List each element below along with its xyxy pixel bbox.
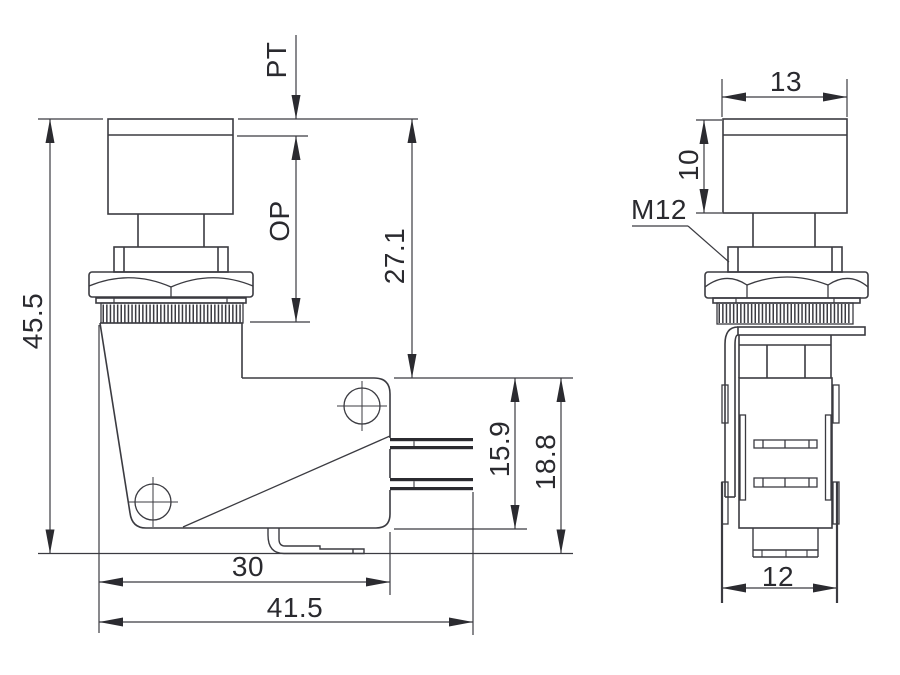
front-bent-terminal (267, 528, 365, 555)
side-washer (712, 297, 861, 304)
front-plunger-stem (137, 214, 205, 247)
side-hex-nut (704, 271, 869, 299)
dim-label-overall-height: 45.5 (17, 292, 48, 350)
dim-cap-to-body-lines (407, 119, 417, 378)
front-view (88, 118, 473, 555)
dim-operating-position-lines (250, 136, 310, 323)
dim-body-to-base-lines (556, 378, 566, 554)
dim-pretravel-lines (237, 35, 418, 137)
thread-size-label: M12 (631, 194, 687, 225)
side-knurled-ring (716, 302, 854, 325)
side-terminal-slots (753, 439, 818, 488)
dim-label-body-width: 30 (231, 551, 265, 582)
front-knurled-ring (100, 302, 244, 324)
dim-label-side-body-width: 12 (761, 561, 795, 592)
dim-label-body-to-base: 18.8 (530, 433, 561, 491)
front-mounting-holes (128, 381, 387, 527)
side-button-cap (722, 118, 848, 214)
front-switch-body (99, 322, 391, 529)
side-bottom-plunger (752, 528, 819, 558)
front-washer (95, 297, 247, 304)
front-hex-nut (88, 271, 254, 298)
side-view (704, 118, 869, 558)
thread-leader-line (632, 225, 730, 263)
dim-label-cap-to-body: 27.1 (379, 227, 410, 285)
dim-label-overall-width: 41.5 (266, 592, 324, 623)
side-actuator-housing (738, 335, 832, 378)
dim-side-body-width-lines (720, 482, 839, 603)
dim-label-pretravel: PT (261, 41, 292, 79)
dim-overall-width-lines (99, 492, 474, 635)
front-button-cap (107, 118, 234, 215)
side-threaded-bushing (727, 246, 843, 273)
front-terminals (390, 438, 473, 491)
dim-overall-height-lines (38, 118, 573, 555)
front-threaded-bushing (113, 246, 229, 273)
side-switch-body (721, 377, 840, 529)
dim-cap-width-lines (721, 79, 848, 117)
dim-body-width-lines (98, 325, 391, 633)
dim-body-height-lines (394, 377, 573, 530)
side-mounting-plate (737, 326, 866, 336)
dimension-linework (38, 35, 848, 635)
dim-cap-height-lines (696, 119, 722, 214)
dim-label-operating-position: OP (264, 200, 295, 242)
dim-label-cap-width: 13 (769, 66, 803, 97)
dim-label-body-height: 15.9 (484, 420, 515, 478)
dim-label-cap-height: 10 (673, 148, 704, 182)
side-plunger-stem (752, 213, 816, 247)
side-bent-terminal (724, 326, 739, 498)
